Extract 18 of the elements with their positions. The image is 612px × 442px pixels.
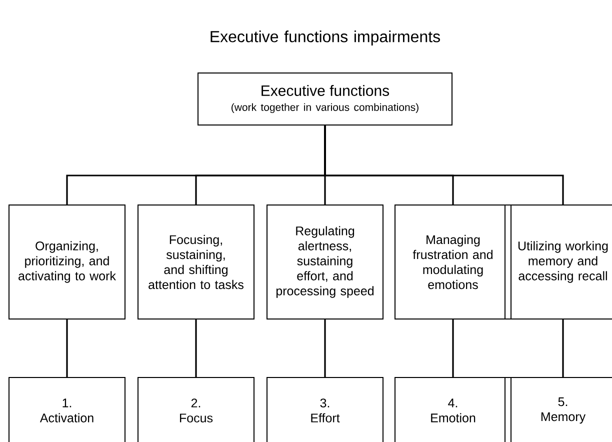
connector-line (452, 320, 454, 377)
function-box: Focusing, sustaining, and shifting attention to tasks (138, 204, 254, 320)
connector-line (324, 320, 326, 377)
function-box: Organizing, prioritizing, and activating to work (8, 204, 126, 320)
category-box: 4. Emotion (394, 377, 512, 442)
function-box: Utilizing working memory and accessing recall (504, 204, 612, 320)
category-box: 2. Focus (138, 377, 254, 442)
connector-line (195, 320, 197, 377)
function-box: Managing frustration and modulating emotions (394, 204, 512, 320)
category-box: 5. Memory (504, 377, 612, 442)
category-box: 1. Activation (8, 377, 126, 442)
function-box: Regulating alertness, sustaining effort, and processing speed (266, 204, 384, 320)
title: Executive functions impairments (210, 30, 440, 46)
header-box: Executive functions (work together in various combinations) (198, 72, 452, 126)
connector-line (66, 320, 68, 377)
category-box: 3. Effort (266, 377, 384, 442)
connector-line (324, 126, 564, 204)
connector-line (562, 320, 564, 377)
